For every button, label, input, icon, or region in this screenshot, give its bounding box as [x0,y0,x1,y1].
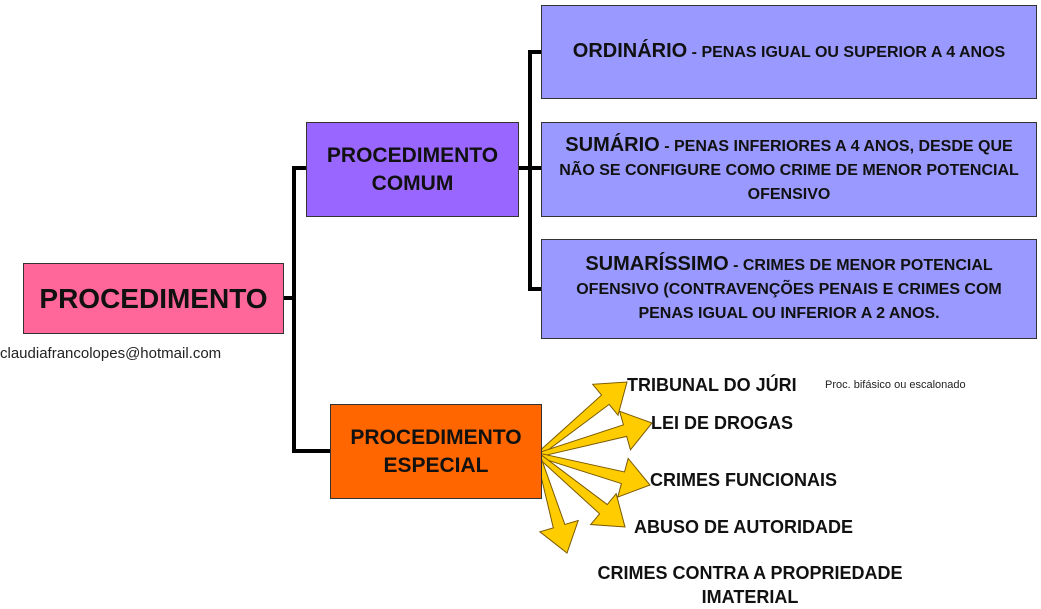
arrow-2 [536,410,653,458]
sumarissimo-desc: - CRIMES DE MENOR POTENCIAL OFENSIVO (CO… [576,257,1002,322]
root-node-procedimento: PROCEDIMENTO [23,263,284,334]
especial-item-crimes-funcionais: CRIMES FUNCIONAIS [650,470,838,490]
node-sumario: SUMÁRIO - PENAS INFERIORES A 4 ANOS, DES… [541,122,1037,217]
node-procedimento-especial: PROCEDIMENTO ESPECIAL [330,404,542,499]
ordinario-title: ORDINÁRIO [572,40,688,62]
comum-label: PROCEDIMENTO COMUM [326,143,499,195]
node-procedimento-comum: PROCEDIMENTO COMUM [306,122,519,217]
sumarissimo-title: SUMARÍSSIMO [585,253,729,275]
arrow-5 [535,453,580,554]
especial-label: PROCEDIMENTO ESPECIAL [350,425,522,477]
sumario-title: SUMÁRIO [565,133,660,156]
comum-branch-line [528,50,541,291]
especial-item-abuso-de-autoridade: ABUSO DE AUTORIDADE [634,517,854,537]
tribunal-note: Proc. bifásico ou escalonado [825,379,966,391]
ordinario-desc: - PENAS IGUAL OU SUPERIOR A 4 ANOS [687,44,1006,61]
root-branch-line [292,166,330,453]
especial-item-lei-de-drogas: LEI DE DROGAS [651,413,794,433]
root-label: PROCEDIMENTO [39,282,268,314]
author-email: claudiafrancolopes@hotmail.com [0,345,222,362]
sumario-desc: - PENAS INFERIORES A 4 ANOS, DESDE QUE N… [559,137,1019,203]
node-ordinario: ORDINÁRIO - PENAS IGUAL OU SUPERIOR A 4 … [541,5,1037,99]
arrow-4 [536,452,626,528]
especial-item-crimes-propriedade-imaterial: CRIMES CONTRA A PROPRIEDADE IMATERIAL [597,563,903,607]
arrow-3 [536,452,651,498]
arrow-1 [536,381,628,458]
especial-item-tribunal-do-juri: TRIBUNAL DO JÚRI [627,375,797,395]
node-sumarissimo: SUMARÍSSIMO - CRIMES DE MENOR POTENCIAL … [541,239,1037,339]
